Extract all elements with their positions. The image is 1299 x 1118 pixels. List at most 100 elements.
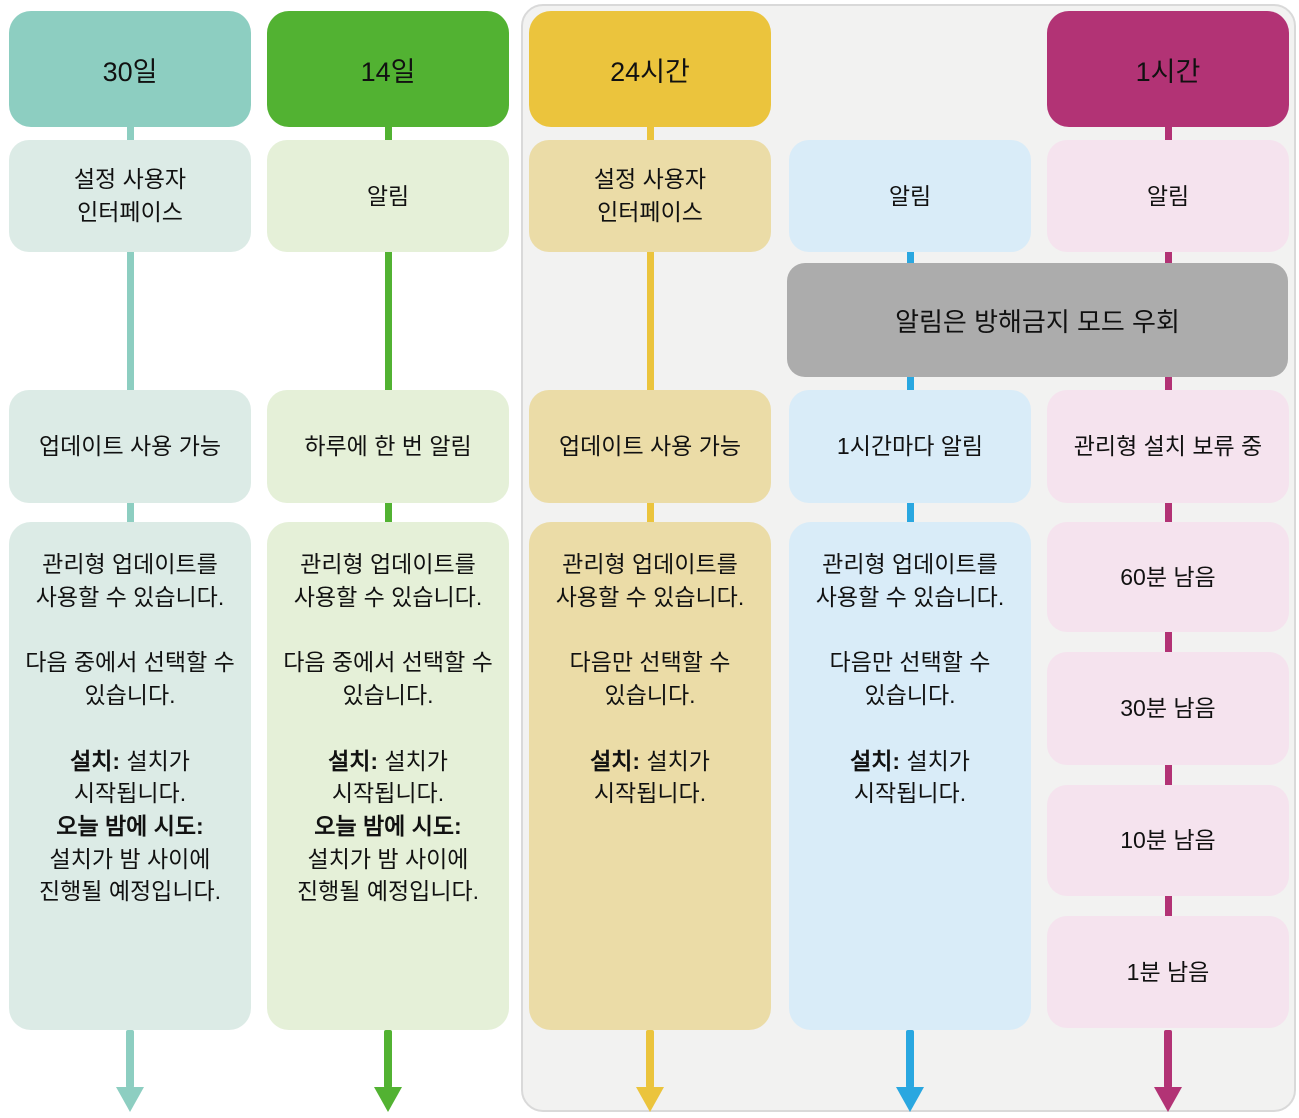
countdown-label: 30분 남음 (1120, 695, 1216, 722)
description-line: 다음만 선택할 수 있습니다. (829, 649, 991, 708)
connector (384, 127, 392, 140)
arrow-head (896, 1087, 924, 1112)
install-option: 설치: 설치가 시작됩니다. (802, 745, 1018, 810)
install-text: 설치가 시작됩니다. (593, 747, 710, 807)
countdown-30-min: 30분 남음 (1047, 652, 1289, 765)
install-text: 설치가 시작됩니다. (73, 747, 190, 807)
arrow-head (374, 1087, 402, 1112)
arrow-down-icon (529, 1030, 771, 1112)
countdown-label: 10분 남음 (1120, 827, 1216, 854)
arrow-head (116, 1087, 144, 1112)
connector (384, 503, 392, 522)
description-line: 다음만 선택할 수 있습니다. (569, 649, 731, 708)
connector (1164, 503, 1172, 522)
column-30-days: 30일 설정 사용자 인터페이스 업데이트 사용 가능 관리형 업데이트를 사용… (9, 0, 251, 1118)
header-1-hour: 1시간 (1047, 11, 1289, 127)
countdown-60-min: 60분 남음 (1047, 522, 1289, 632)
description-box: 관리형 업데이트를 사용할 수 있습니다. 다음만 선택할 수 있습니다. 설치… (529, 522, 771, 1030)
connector (384, 252, 392, 390)
header-label: 14일 (360, 56, 416, 87)
tonight-text: 설치가 밤 사이에 진행될 예정입니다. (296, 845, 480, 905)
step-label: 알림 (1146, 182, 1190, 209)
step-label: 알림 (366, 182, 410, 209)
install-option: 설치: 설치가 시작됩니다. (22, 745, 238, 810)
install-label: 설치: (328, 747, 379, 774)
column-14-days: 14일 알림 하루에 한 번 알림 관리형 업데이트를 사용할 수 있습니다. … (267, 0, 509, 1118)
connector (1164, 127, 1172, 140)
connector (646, 127, 654, 140)
tonight-label: 오늘 밤에 시도: (56, 812, 204, 839)
arrow-down-icon (1047, 1030, 1289, 1112)
description-line: 관리형 업데이트를 사용할 수 있습니다. (35, 551, 225, 610)
arrow-head (636, 1087, 664, 1112)
arrow-shaft (126, 1030, 134, 1088)
tonight-text: 설치가 밤 사이에 진행될 예정입니다. (38, 845, 222, 905)
arrow-shaft (1164, 1030, 1172, 1088)
countdown-1-min: 1분 남음 (1047, 916, 1289, 1028)
arrow-down-icon (789, 1030, 1031, 1112)
arrow-down-icon (9, 1030, 251, 1112)
arrow-shaft (646, 1030, 654, 1088)
connector (1164, 252, 1172, 263)
connector (906, 252, 914, 263)
arrow-down-icon (267, 1030, 509, 1112)
connector (906, 503, 914, 522)
install-label: 설치: (590, 747, 641, 774)
description-line: 관리형 업데이트를 사용할 수 있습니다. (815, 551, 1005, 610)
install-option: 설치: 설치가 시작됩니다. (542, 745, 758, 810)
step-notify-once-a-day: 하루에 한 번 알림 (267, 390, 509, 503)
description-box: 관리형 업데이트를 사용할 수 있습니다. 다음 중에서 선택할 수 있습니다.… (267, 522, 509, 1030)
arrow-shaft (384, 1030, 392, 1088)
step-label: 1시간마다 알림 (836, 433, 984, 460)
tonight-option: 오늘 밤에 시도: 설치가 밤 사이에 진행될 예정입니다. (22, 810, 238, 908)
header-label: 30일 (102, 56, 158, 87)
install-text: 설치가 시작됩니다. (853, 747, 970, 807)
tonight-label: 오늘 밤에 시도: (314, 812, 462, 839)
step-update-available: 업데이트 사용 가능 (529, 390, 771, 503)
column-1-hour: 1시간 알림 관리형 설치 보류 중 60분 남음 30분 남음 10분 남음 … (1047, 0, 1289, 1118)
description-line: 관리형 업데이트를 사용할 수 있습니다. (555, 551, 745, 610)
connector (906, 377, 914, 390)
step-label: 업데이트 사용 가능 (38, 433, 222, 460)
step-update-available: 업데이트 사용 가능 (9, 390, 251, 503)
description-line: 관리형 업데이트를 사용할 수 있습니다. (293, 551, 483, 610)
step-label: 설정 사용자 인터페이스 (73, 166, 187, 225)
arrow-shaft (906, 1030, 914, 1088)
header-24-hours: 24시간 (529, 11, 771, 127)
header-label: 1시간 (1135, 56, 1201, 87)
connector (126, 503, 134, 522)
step-label: 알림 (888, 182, 932, 209)
connector (126, 252, 134, 390)
connector (646, 503, 654, 522)
banner-label: 알림은 방해금지 모드 우회 (895, 306, 1180, 337)
connector (1164, 377, 1172, 390)
install-label: 설치: (70, 747, 121, 774)
step-label: 하루에 한 번 알림 (304, 433, 472, 460)
countdown-10-min: 10분 남음 (1047, 785, 1289, 896)
header-label: 24시간 (610, 56, 690, 87)
arrow-head (1154, 1087, 1182, 1112)
step-label: 관리형 설치 보류 중 (1073, 433, 1263, 460)
countdown-label: 60분 남음 (1120, 563, 1216, 590)
step-notification: 알림 (789, 140, 1031, 252)
description-line: 다음 중에서 선택할 수 있습니다. (25, 649, 235, 708)
description-box: 관리형 업데이트를 사용할 수 있습니다. 다음만 선택할 수 있습니다. 설치… (789, 522, 1031, 1030)
install-option: 설치: 설치가 시작됩니다. (280, 745, 496, 810)
install-text: 설치가 시작됩니다. (331, 747, 448, 807)
column-hourly-notify: 알림 1시간마다 알림 관리형 업데이트를 사용할 수 있습니다. 다음만 선택… (789, 0, 1031, 1118)
connector (1164, 632, 1172, 652)
step-label: 설정 사용자 인터페이스 (593, 166, 707, 225)
connector (126, 127, 134, 140)
connector (1164, 765, 1172, 785)
connector (1164, 896, 1172, 916)
step-settings-ui: 설정 사용자 인터페이스 (529, 140, 771, 252)
step-label: 업데이트 사용 가능 (558, 433, 742, 460)
header-30-days: 30일 (9, 11, 251, 127)
dnd-bypass-banner: 알림은 방해금지 모드 우회 (787, 263, 1288, 377)
connector (646, 252, 654, 390)
install-label: 설치: (850, 747, 901, 774)
column-24-hours: 24시간 설정 사용자 인터페이스 업데이트 사용 가능 관리형 업데이트를 사… (529, 0, 771, 1118)
description-line: 다음 중에서 선택할 수 있습니다. (283, 649, 493, 708)
countdown-label: 1분 남음 (1126, 958, 1210, 985)
